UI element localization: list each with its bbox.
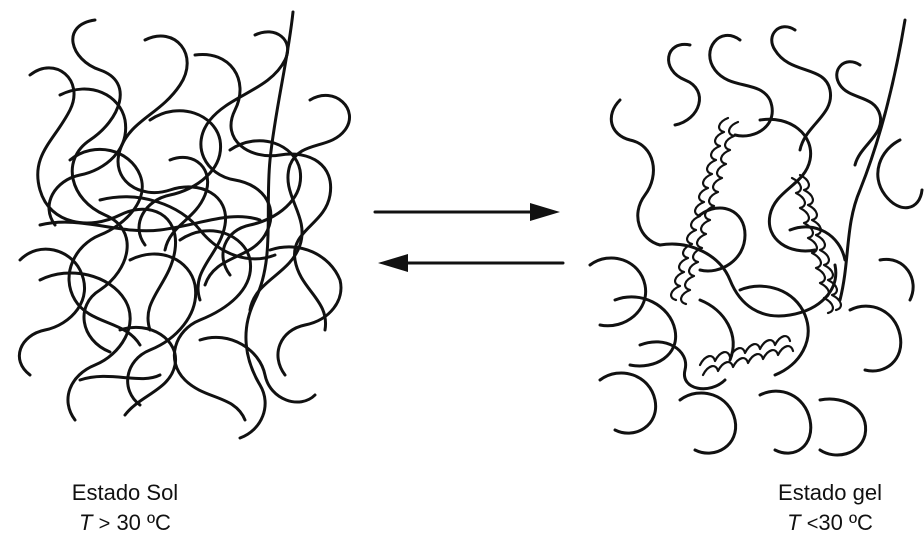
sol-temp-symbol: T [79, 510, 92, 535]
gel-temp-symbol: T [787, 510, 800, 535]
gel-state-polymer-coils [590, 20, 922, 455]
gel-temp-value: 30 ºC [818, 510, 873, 535]
double-helix-bottom [700, 336, 793, 375]
sol-state-polymer-coils [19, 12, 349, 438]
gel-temp-operator: < [807, 513, 819, 535]
gel-state-caption: Estado gel T <30 ºC [735, 478, 924, 539]
gel-state-label: Estado gel [735, 478, 924, 508]
sol-state-caption: Estado Sol T > 30 ºC [30, 478, 220, 539]
sol-temp-value: 30 ºC [116, 510, 171, 535]
forward-arrow-icon [375, 203, 560, 221]
double-helix-right [792, 175, 841, 313]
reverse-arrow-icon [378, 254, 563, 272]
gel-state-temperature: T <30 ºC [735, 508, 924, 539]
sol-state-label: Estado Sol [30, 478, 220, 508]
sol-state-temperature: T > 30 ºC [30, 508, 220, 539]
sol-temp-operator: > [99, 513, 111, 535]
